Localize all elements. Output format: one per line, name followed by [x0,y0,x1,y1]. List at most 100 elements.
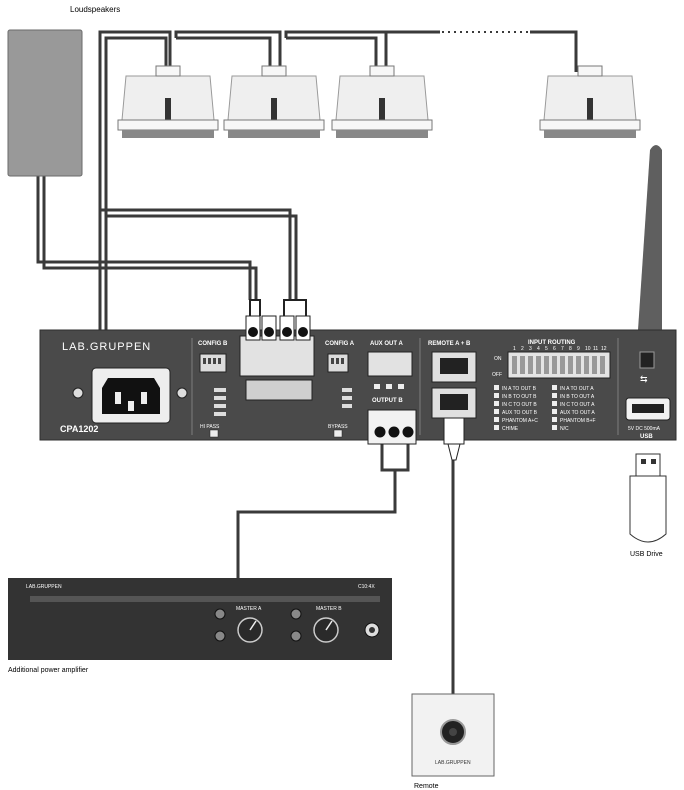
mount-screw-right [176,387,188,399]
dip-number: 5 [545,346,548,352]
input-routing-label: INPUT ROUTING [528,340,576,346]
remote-ab-label: REMOTE A + B [428,341,471,347]
device-model: CPA1202 [60,424,98,434]
routing-label: IN C TO OUT B [502,402,537,408]
dip-lever[interactable] [512,356,517,374]
loudspeaker [539,65,641,138]
hi-pass-label: HI PASS [200,424,220,430]
routing-marker [552,417,557,422]
dip-levers [512,356,605,374]
usb-label: USB [640,434,653,440]
routing-marker [552,393,557,398]
loudspeaker [117,65,219,138]
usb-drive-label: USB Drive [630,551,663,558]
cpa-device: LAB.GRUPPEN CPA1202 CONFIG B HI PASS CON… [39,299,677,461]
power-supply [7,29,83,177]
loudspeaker [331,65,433,138]
bypass-label: BYPASS [328,424,348,430]
master-a-label: MASTER A [236,606,262,612]
power-supply-cable [36,176,252,300]
aux-out-a-terminal[interactable] [367,351,413,377]
dip-number: 1 [513,346,516,352]
dip-lever[interactable] [584,356,589,374]
dip-lever[interactable] [576,356,581,374]
speaker-cable-run-2 [104,36,168,330]
dip-number: 9 [577,346,580,352]
knob-small-4[interactable] [290,630,302,642]
routing-marker [494,393,499,398]
rj45-port-b[interactable] [431,387,477,419]
dip-lever[interactable] [544,356,549,374]
routing-label: PHANTOM A+C [502,418,538,424]
routing-marker [552,409,557,414]
amplifier-panel [8,578,392,660]
loudspeaker-group [117,65,641,138]
amplifier-brand: LAB.GRUPPEN [26,584,62,590]
dip-lever[interactable] [536,356,541,374]
master-b-label: MASTER B [316,606,342,612]
output-a-terminal[interactable] [239,335,315,377]
dip-lever[interactable] [552,356,557,374]
power-supply-cable-2 [42,176,258,300]
speaker-cable-run-6 [286,36,378,72]
remote-label: Remote [414,783,439,790]
amplifier-model: C10:4X [358,584,375,590]
dip-lever[interactable] [600,356,605,374]
usb-drive [629,453,667,543]
dip-number: 4 [537,346,540,352]
usb-led [639,351,655,369]
cables [36,30,578,720]
dip-number: 8 [569,346,572,352]
aux-out-a-label: AUX OUT A [370,341,403,347]
dip-lever[interactable] [560,356,565,374]
routing-marker [494,401,499,406]
antenna [636,145,662,360]
output-b-label: OUTPUT B [372,398,403,404]
usb-power-label: 5V DC 500mA [628,426,661,432]
routing-label: IN A TO OUT A [560,386,594,392]
dip-number: 7 [561,346,564,352]
remote-panel: LAB.GRUPPEN [411,693,495,777]
routing-label: IN C TO OUT A [560,402,595,408]
dip-number: 6 [553,346,556,352]
dip-lever[interactable] [568,356,573,374]
loudspeaker [223,65,325,138]
routing-marker [494,385,499,390]
routing-label: IN A TO OUT B [502,386,537,392]
dip-number: 12 [601,346,607,352]
routing-label: AUX TO OUT B [502,410,538,416]
knob-small-3[interactable] [290,608,302,620]
routing-marker [552,385,557,390]
dip-lever[interactable] [528,356,533,374]
dip-off-label: OFF [492,372,502,378]
routing-label: CHIME [502,426,519,432]
dip-lever[interactable] [592,356,597,374]
remote-plug [443,417,465,445]
cable-to-output-a-2 [104,214,298,330]
speaker-cable-run-8 [530,30,578,72]
speaker-cable-run-1 [98,30,172,330]
cable-to-output-a [98,208,292,330]
speaker-cable-run-5 [284,30,440,38]
remote-brand: LAB.GRUPPEN [435,760,471,766]
dip-number: 10 [585,346,591,352]
dip-number: 2 [521,346,524,352]
routing-legend: IN A TO OUT B IN B TO OUT B IN C TO OUT B A… [494,385,596,432]
knob-small-1[interactable] [214,608,226,620]
additional-amp-label: Additional power amplifier [8,667,89,674]
dip-lever[interactable] [520,356,525,374]
loudspeakers-label: Loudspeakers [70,5,120,14]
routing-label: AUX TO OUT A [560,410,595,416]
knob-small-2[interactable] [214,630,226,642]
routing-label: IN B TO OUT B [502,394,537,400]
routing-marker [494,417,499,422]
usb-symbol-icon: ⇆ [640,374,648,384]
speaker-cable-run-4 [176,36,272,72]
mount-screw-left [72,387,84,399]
speaker-cable-run-3 [174,30,282,72]
routing-label: IN B TO OUT A [560,394,595,400]
config-b-label: CONFIG B [198,341,228,347]
cable-to-amplifier-2 [236,470,397,580]
